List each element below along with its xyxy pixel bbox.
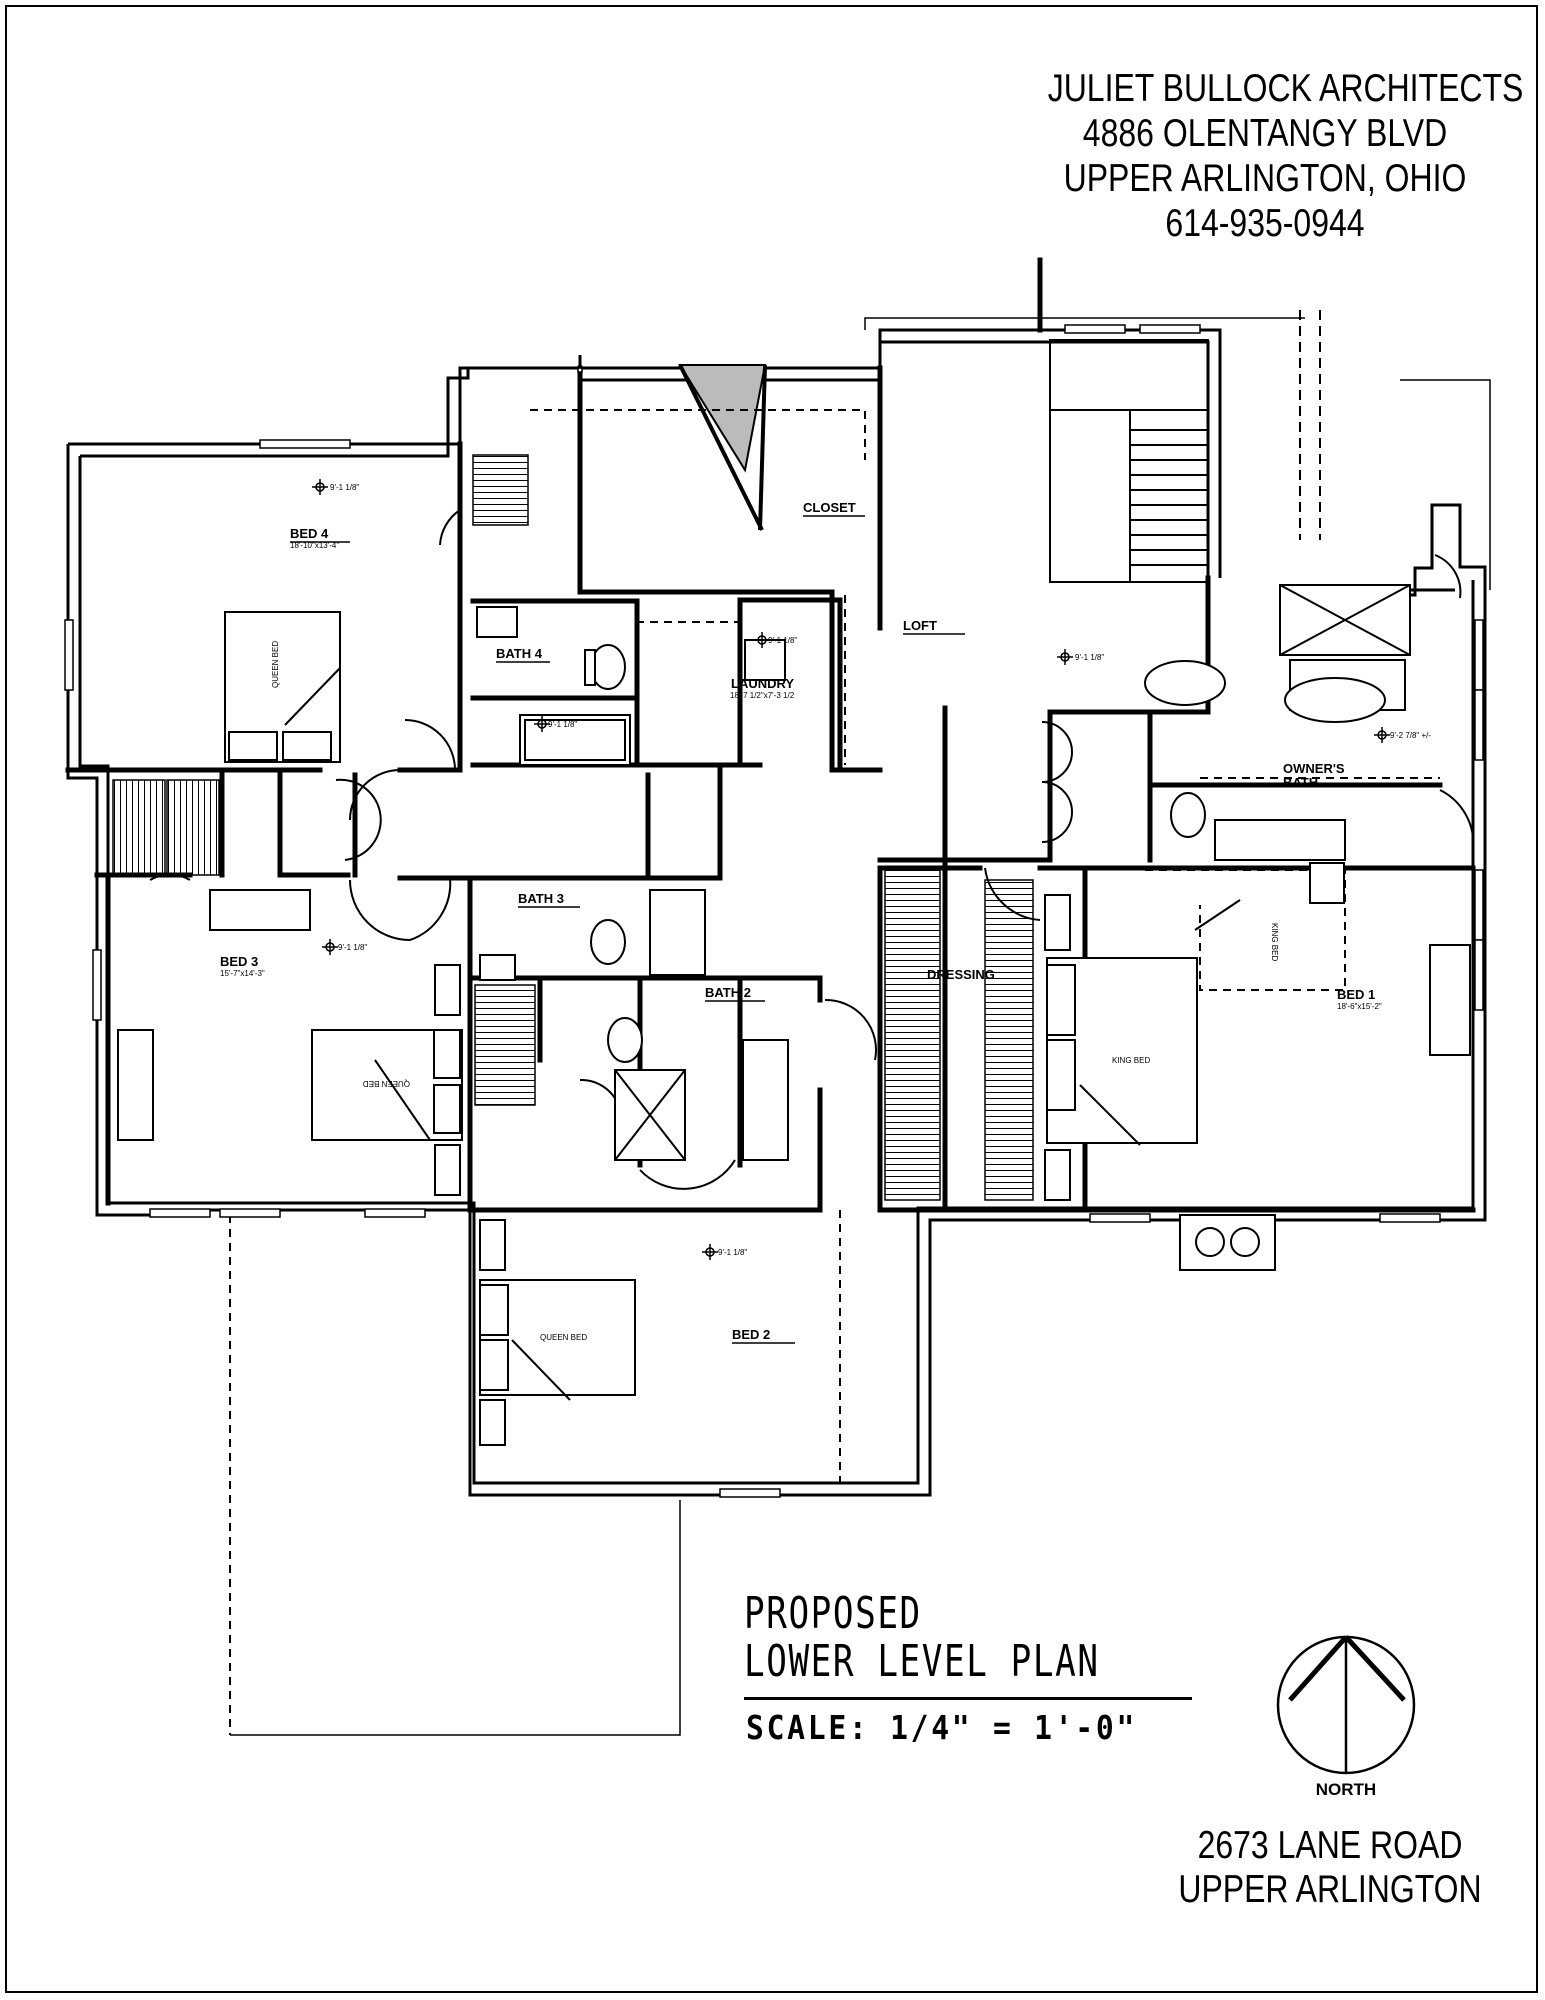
firm-city: UPPER ARLINGTON, OHIO bbox=[1063, 157, 1467, 200]
loft-ceiling: 9'-1 1/8" bbox=[1075, 653, 1104, 662]
bed1-king-bed-label: KING BED bbox=[1112, 1056, 1150, 1065]
firm-phone: 614-935-0944 bbox=[1165, 202, 1365, 245]
bed-1 bbox=[1044, 894, 1241, 1201]
bed1-dimensions: 18'-6"x15'-2" bbox=[1337, 1002, 1382, 1011]
windows bbox=[64, 324, 1484, 1498]
bed1-alt-king-bed-label: KING BED bbox=[1270, 923, 1279, 961]
bed4-queen-bed-label: QUEEN BED bbox=[271, 641, 280, 688]
north-arrow bbox=[1276, 1635, 1416, 1775]
laundry-dimensions: 18'-7 1/2"x7'-3 1/2 bbox=[730, 691, 795, 700]
bed2-ceiling: 9'-1 1/8" bbox=[718, 1248, 747, 1257]
bed2-queen-bed-label: QUEEN BED bbox=[540, 1333, 587, 1342]
bed3-ceiling: 9'-1 1/8" bbox=[338, 943, 367, 952]
project-street: 2673 LANE ROAD bbox=[1197, 1824, 1463, 1867]
bed4-label: BED 4 bbox=[290, 526, 329, 541]
sheet-border bbox=[5, 5, 1538, 1993]
site-outline bbox=[230, 317, 1491, 1736]
plumbing-fixtures bbox=[117, 584, 1471, 1271]
bed3-label: BED 3 bbox=[220, 954, 258, 969]
plan-title-line1: PROPOSED bbox=[744, 1588, 922, 1639]
loft-label: LOFT bbox=[903, 618, 937, 633]
north-label: NORTH bbox=[1316, 1780, 1376, 1799]
bed3-dimensions: 15'-7"x14'-3" bbox=[220, 969, 265, 978]
bed2-label: BED 2 bbox=[732, 1327, 770, 1342]
ceiling-height-markers bbox=[312, 479, 1390, 1260]
bed1-label: BED 1 bbox=[1337, 987, 1375, 1002]
firm-name: JULIET BULLOCK ARCHITECTS bbox=[1047, 67, 1524, 110]
closet-shelving bbox=[112, 454, 1034, 1201]
bed-2 bbox=[479, 1219, 636, 1446]
bed-4 bbox=[224, 611, 341, 763]
architect-title-block: JULIET BULLOCK ARCHITECTS 4886 OLENTANGY… bbox=[1047, 66, 1524, 246]
door-swings bbox=[149, 509, 1475, 1190]
project-city: UPPER ARLINGTON bbox=[1178, 1868, 1482, 1911]
bed4-ceiling: 9'-1 1/8" bbox=[330, 483, 359, 492]
closet-label: CLOSET bbox=[803, 500, 856, 515]
project-address: 2673 LANE ROAD UPPER ARLINGTON bbox=[1158, 1824, 1502, 1912]
bed-3 bbox=[311, 964, 463, 1196]
bath2-label: BATH 2 bbox=[705, 985, 751, 1000]
dressing-label: DRESSING bbox=[927, 967, 995, 982]
plan-title-line2: LOWER LEVEL PLAN bbox=[744, 1636, 1100, 1687]
dashed-overhead-lines bbox=[229, 409, 1440, 1735]
bed3-queen-bed-label: QUEEN BED bbox=[363, 1079, 410, 1088]
owners-bath-ceiling: 9'-2 7/8" +/- bbox=[1390, 731, 1431, 740]
staircase bbox=[1049, 310, 1321, 583]
label-underlines bbox=[290, 515, 965, 1344]
laundry-label: LAUNDRY bbox=[731, 676, 794, 691]
laundry-ceiling: 9'-1 1/8" bbox=[768, 636, 797, 645]
plan-scale: SCALE: 1/4" = 1'-0" bbox=[746, 1708, 1138, 1747]
bed4-dimensions: 18'-10"x13'-4" bbox=[290, 541, 339, 550]
closet-angle bbox=[678, 364, 767, 531]
owners-bath-label: OWNER'S bbox=[1283, 761, 1345, 776]
bath3-label: BATH 3 bbox=[518, 891, 564, 906]
owners-bath-label-2: BATH bbox=[1283, 775, 1318, 790]
title-rule bbox=[744, 1697, 1192, 1700]
room-labels: BED 4 18'-10"x13'-4" 9'-1 1/8" BATH 4 9'… bbox=[220, 483, 1431, 1342]
bath4-ceiling: 9'-1 1/8" bbox=[548, 720, 577, 729]
firm-street: 4886 OLENTANGY BLVD bbox=[1082, 112, 1448, 155]
plan-title: PROPOSED LOWER LEVEL PLAN bbox=[744, 1590, 1100, 1686]
bath4-label: BATH 4 bbox=[496, 646, 543, 661]
